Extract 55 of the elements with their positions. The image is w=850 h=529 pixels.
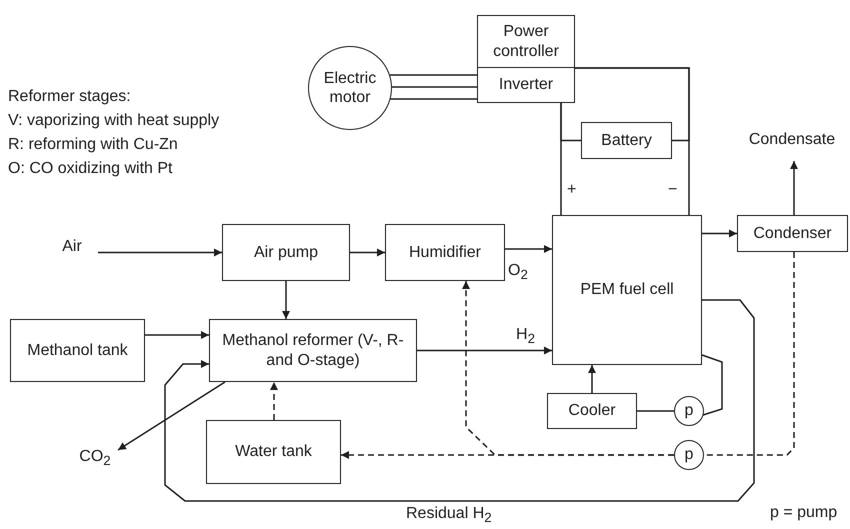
legend-heading: Reformer stages:	[8, 88, 131, 106]
process-box	[385, 224, 505, 281]
box-label: p	[684, 401, 694, 421]
box-label: Inverter	[498, 75, 554, 95]
box-label: p	[684, 445, 694, 465]
legend-text: R: reforming with Cu-Zn	[8, 136, 178, 154]
legend-text: O: CO oxidizing with Pt	[8, 160, 172, 178]
connector-line	[702, 354, 723, 416]
arrow	[790, 161, 798, 215]
tank-box	[206, 420, 341, 484]
process-box	[222, 224, 350, 281]
flow-label: Air	[61, 237, 83, 257]
box-label: Electric motor	[322, 68, 378, 108]
box-label: Humidifier	[408, 242, 482, 262]
arrow	[164, 299, 755, 502]
pump-circle	[674, 396, 704, 426]
box-label: Methanol tank	[26, 340, 129, 360]
arrow	[417, 346, 552, 354]
arrow	[702, 230, 737, 238]
box-label: Water tank	[234, 442, 313, 462]
fuel-cell-box	[552, 215, 702, 365]
polarity-sign: −	[668, 181, 678, 199]
arrow	[350, 248, 385, 256]
legend-text: V: vaporizing with heat supply	[8, 112, 220, 130]
arrow	[118, 381, 226, 451]
battery-box	[581, 122, 672, 159]
pump-circle	[674, 440, 704, 470]
arrow	[282, 281, 290, 319]
box-label: Methanol reformer (V-, R- and O-stage)	[221, 331, 405, 370]
tank-box	[10, 319, 145, 382]
arrow	[588, 365, 596, 393]
polarity-sign: +	[567, 181, 576, 199]
flow-label: CO$_{2}$	[78, 446, 112, 470]
note-text: p = pump	[770, 504, 838, 522]
connector-line	[637, 410, 674, 412]
box-label: Condenser	[752, 224, 833, 244]
box-label: PEM fuel cell	[579, 280, 675, 300]
connector-line	[389, 74, 478, 100]
box-label: Power controller	[492, 22, 560, 61]
reformer-box	[209, 319, 417, 382]
process-box	[547, 393, 637, 429]
inverter-box	[477, 67, 575, 103]
arrow	[505, 245, 552, 253]
box-label: Battery	[600, 130, 653, 150]
arrow	[98, 248, 222, 256]
dashed-arrow	[462, 281, 674, 456]
box-label: Cooler	[567, 401, 617, 421]
arrow	[145, 331, 209, 339]
controller-box	[477, 15, 575, 68]
flow-label: Condensate	[748, 130, 836, 150]
connector-line	[575, 67, 690, 142]
box-label: Air pump	[252, 242, 320, 262]
dashed-arrow	[270, 382, 278, 420]
connector-line	[560, 103, 581, 142]
process-box	[737, 215, 848, 252]
